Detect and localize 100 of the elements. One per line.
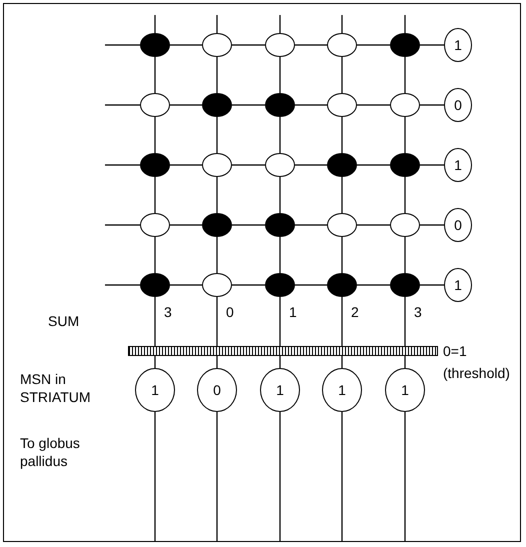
connector-line <box>216 177 218 213</box>
connector-line <box>105 284 140 286</box>
filled-node <box>202 93 232 117</box>
filled-node <box>140 273 170 297</box>
open-node <box>140 93 170 117</box>
connector-line <box>404 177 406 213</box>
filled-node <box>265 273 295 297</box>
connector-line <box>232 164 265 166</box>
connector-line <box>216 117 218 153</box>
row-output-oval: 0 <box>444 208 472 242</box>
row-output-oval: 1 <box>444 28 472 62</box>
open-node <box>140 213 170 237</box>
connector-line <box>232 44 265 46</box>
connector-line <box>295 224 327 226</box>
connector-line <box>341 177 343 213</box>
connector-line <box>154 412 156 541</box>
filled-node <box>390 273 420 297</box>
connector-line <box>105 224 140 226</box>
connector-line <box>170 284 202 286</box>
open-node <box>202 33 232 57</box>
connector-line <box>279 237 281 273</box>
connector-line <box>105 164 140 166</box>
connector-line <box>216 412 218 541</box>
connector-line <box>279 412 281 541</box>
text-label: 1 <box>289 303 297 322</box>
connector-line <box>279 297 281 346</box>
text-label: To globus pallidus <box>20 434 81 470</box>
open-node <box>265 153 295 177</box>
connector-line <box>420 164 444 166</box>
connector-line <box>357 104 390 106</box>
connector-line <box>154 356 156 368</box>
connector-line <box>154 177 156 213</box>
connector-line <box>420 284 444 286</box>
row-output-oval: 1 <box>444 148 472 182</box>
connector-line <box>232 224 265 226</box>
threshold-label: (threshold) <box>443 365 510 381</box>
threshold-label: 0=1 <box>443 343 467 359</box>
connector-line <box>404 57 406 93</box>
connector-line <box>404 356 406 368</box>
connector-line <box>279 356 281 368</box>
connector-line <box>216 57 218 93</box>
connector-line <box>279 117 281 153</box>
connector-line <box>404 15 406 33</box>
filled-node <box>202 213 232 237</box>
filled-node <box>140 33 170 57</box>
filled-node <box>265 93 295 117</box>
text-label: 2 <box>351 303 359 322</box>
open-node <box>390 213 420 237</box>
connector-line <box>295 44 327 46</box>
text-label: 3 <box>164 303 172 322</box>
connector-line <box>154 297 156 346</box>
connector-line <box>154 57 156 93</box>
connector-line <box>154 237 156 273</box>
connector-line <box>357 164 390 166</box>
connector-line <box>279 177 281 213</box>
connector-line <box>216 297 218 346</box>
row-output-oval: 1 <box>444 268 472 302</box>
connector-line <box>232 104 265 106</box>
connector-line <box>170 164 202 166</box>
connector-line <box>341 117 343 153</box>
connector-line <box>420 224 444 226</box>
text-label: 0 <box>226 303 234 322</box>
connector-line <box>170 44 202 46</box>
connector-line <box>420 104 444 106</box>
connector-line <box>232 284 265 286</box>
filled-node <box>390 153 420 177</box>
connector-line <box>170 104 202 106</box>
open-node <box>327 213 357 237</box>
filled-node <box>265 213 295 237</box>
connector-line <box>341 15 343 33</box>
open-node <box>202 273 232 297</box>
connector-line <box>279 15 281 33</box>
neuron-output-oval: 1 <box>322 368 362 412</box>
row-output-oval: 0 <box>444 88 472 122</box>
connector-line <box>154 117 156 153</box>
neuron-output-oval: 1 <box>385 368 425 412</box>
connector-line <box>341 57 343 93</box>
filled-node <box>390 33 420 57</box>
open-node <box>390 93 420 117</box>
connector-line <box>154 15 156 33</box>
connector-line <box>216 356 218 368</box>
open-node <box>327 33 357 57</box>
connector-line <box>105 44 140 46</box>
connector-line <box>295 164 327 166</box>
connector-line <box>357 284 390 286</box>
connector-line <box>341 412 343 541</box>
connector-line <box>404 297 406 346</box>
text-label: 3 <box>414 303 422 322</box>
connector-line <box>341 237 343 273</box>
filled-node <box>327 273 357 297</box>
connector-line <box>295 284 327 286</box>
open-node <box>202 153 232 177</box>
open-node <box>265 33 295 57</box>
connector-line <box>404 117 406 153</box>
connector-line <box>295 104 327 106</box>
text-label: SUM <box>48 312 80 330</box>
filled-node <box>327 153 357 177</box>
connector-line <box>404 412 406 541</box>
connector-line <box>279 57 281 93</box>
connector-line <box>170 224 202 226</box>
